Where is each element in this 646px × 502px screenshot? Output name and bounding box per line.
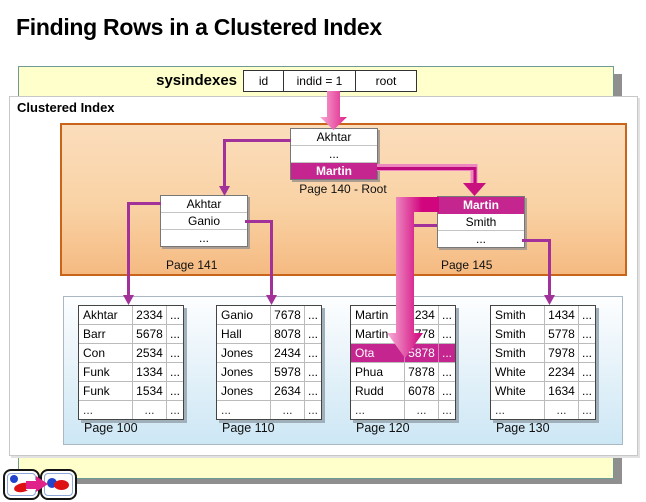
root-page-caption: Page 140 - Root <box>299 182 387 196</box>
sysindexes-cell-id: id <box>244 71 284 91</box>
index-row: Akhtar <box>161 196 247 213</box>
sysindexes-cell-root: root <box>375 74 397 88</box>
red-pie-shape <box>54 480 69 490</box>
next-slide-figure-icon[interactable] <box>40 469 77 500</box>
blue-dot-shape <box>10 475 18 483</box>
table-row: ......... <box>351 401 455 419</box>
page-title: Finding Rows in a Clustered Index <box>16 14 382 40</box>
nav-transition-arrow-icon <box>26 476 48 492</box>
index-row: ... <box>198 231 209 245</box>
index-row-highlighted: Martin <box>438 197 524 214</box>
btree-node-page-145: Martin Smith ... <box>437 196 525 248</box>
page-caption: Page 145 <box>441 258 493 272</box>
leaf-page-caption: Page 120 <box>356 421 410 435</box>
leaf-page-caption: Page 100 <box>84 421 138 435</box>
sysindexes-table: id indid = 1 root <box>243 70 417 92</box>
index-row-highlighted: Martin <box>291 163 377 179</box>
leaf-page-caption: Page 130 <box>496 421 550 435</box>
yellow-band-shadow <box>28 477 622 484</box>
leaf-page-caption: Page 110 <box>222 421 275 435</box>
table-row: ......... <box>79 401 183 419</box>
index-row: Smith <box>438 214 524 231</box>
clustered-index-label: Clustered Index <box>17 100 115 115</box>
index-row: Ganio <box>161 213 247 230</box>
btree-root-node: Akhtar ... Martin <box>290 128 378 180</box>
blue-pie-shape <box>47 478 57 488</box>
index-row: ... <box>475 232 486 246</box>
table-row: ......... <box>491 401 595 419</box>
sysindexes-cell-indid: indid = 1 <box>284 71 356 91</box>
index-row: Akhtar <box>291 129 377 146</box>
table-row: ......... <box>217 401 321 419</box>
page-caption: Page 141 <box>166 258 218 272</box>
sysindexes-label: sysindexes <box>156 72 237 89</box>
index-row: ... <box>291 146 377 163</box>
btree-node-page-141: Akhtar Ganio ... <box>160 195 248 247</box>
